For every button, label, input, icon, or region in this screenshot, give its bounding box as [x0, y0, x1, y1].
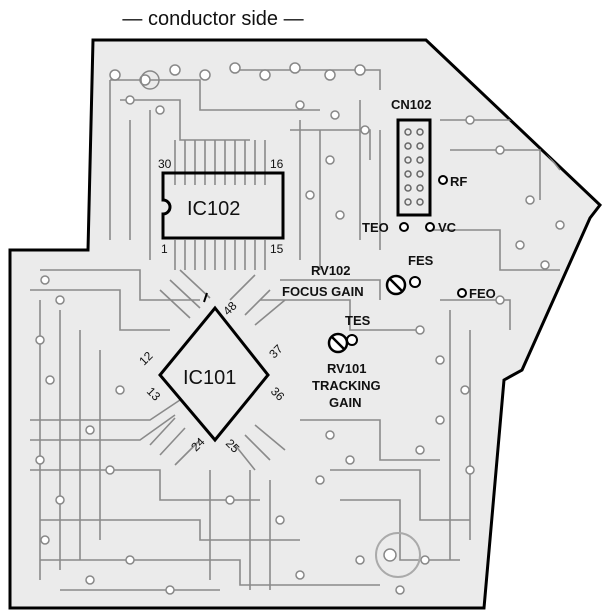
rv101-ref: RV101	[327, 361, 367, 376]
vias	[35, 62, 565, 595]
rv101: RV101 TRACKING GAIN	[312, 332, 381, 410]
test-point-vc: VC	[425, 220, 457, 235]
rv102-name: FOCUS GAIN	[282, 284, 364, 299]
cn102-label: CN102	[391, 97, 431, 112]
ic102-pin-30: 30	[158, 157, 172, 171]
ic101-label: IC101	[183, 367, 236, 389]
rv101-name-line2: GAIN	[329, 395, 362, 410]
test-point-fes: FES	[408, 253, 434, 288]
ic102: IC102 30 16 1 15	[158, 157, 285, 256]
svg-text:TEO: TEO	[362, 220, 389, 235]
ic102-pin-15: 15	[270, 242, 284, 256]
svg-text:FES: FES	[408, 253, 434, 268]
rv101-name-line1: TRACKING	[312, 378, 381, 393]
svg-text:TES: TES	[345, 313, 371, 328]
test-point-teo: TEO	[362, 220, 409, 235]
ic102-pin-16: 16	[270, 157, 284, 171]
ic102-label: IC102	[187, 198, 240, 220]
ic102-pin-1: 1	[161, 242, 168, 256]
page-title: — conductor side —	[122, 8, 303, 30]
rv102-ref: RV102	[311, 263, 351, 278]
svg-text:RF: RF	[450, 174, 467, 189]
cn102: CN102	[391, 97, 432, 217]
test-point-feo: FEO	[457, 286, 496, 301]
svg-text:VC: VC	[438, 220, 457, 235]
mounting-hole	[140, 70, 160, 90]
board-outline	[8, 38, 603, 610]
rv102: RV102 FOCUS GAIN	[282, 263, 407, 299]
svg-text:FEO: FEO	[469, 286, 496, 301]
mounting-pad	[375, 532, 421, 578]
test-point-rf: RF	[438, 174, 467, 189]
ic101: IC101 48 12 13 37 36 24 25	[136, 292, 287, 456]
